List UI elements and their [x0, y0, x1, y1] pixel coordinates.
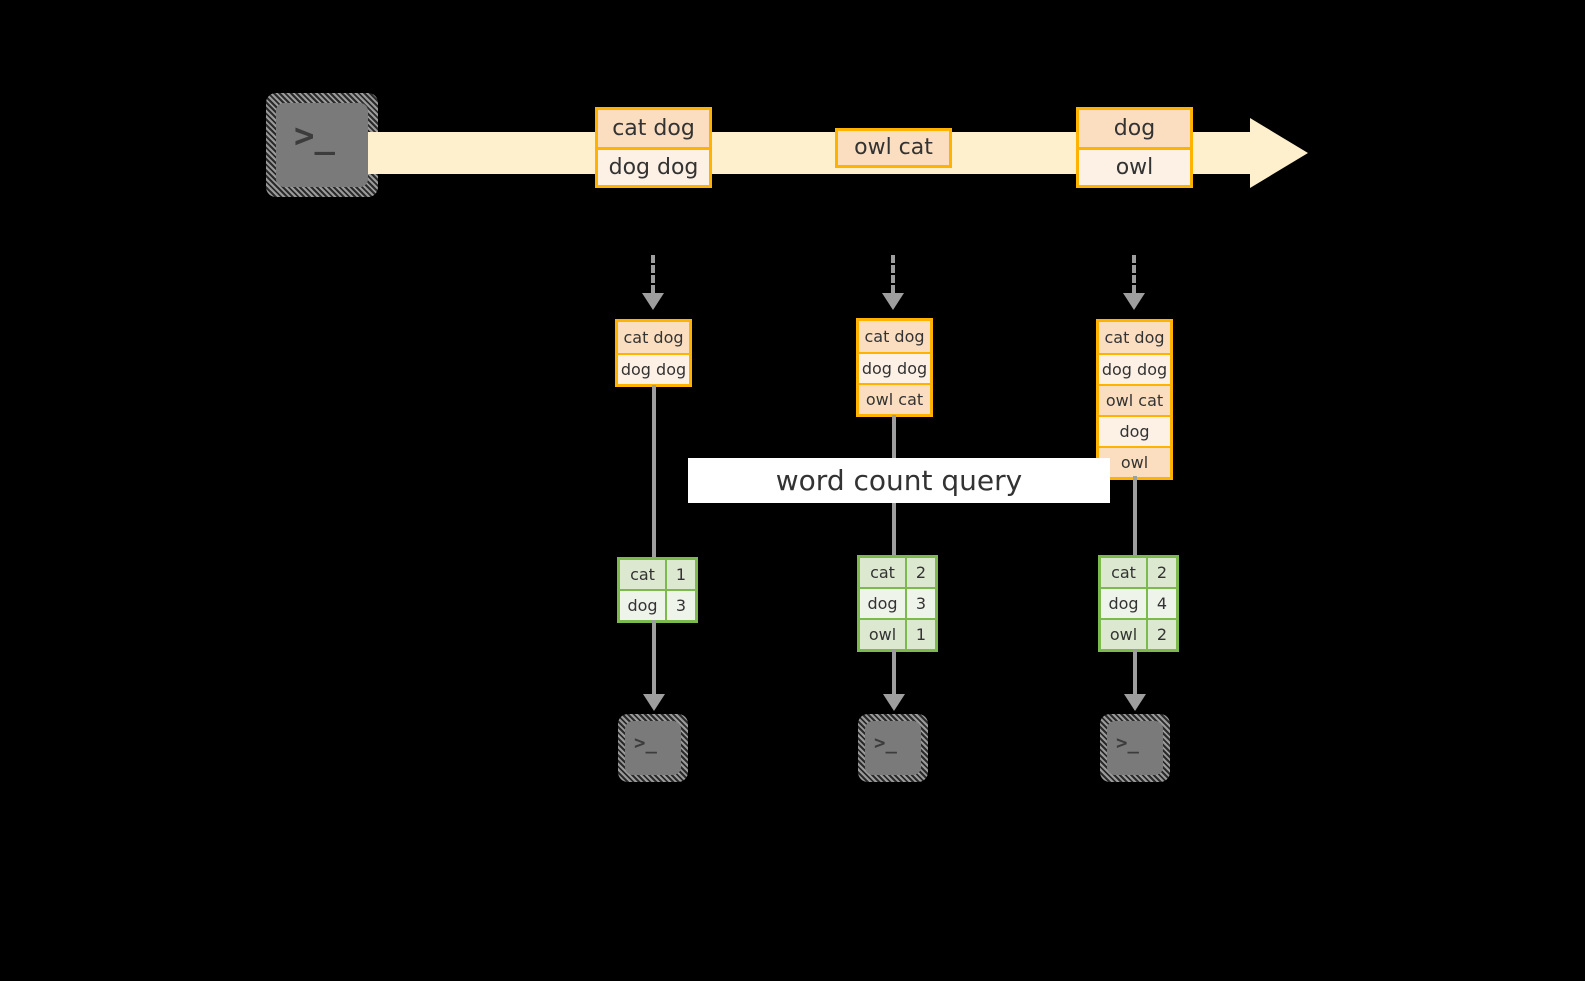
result-word: dog	[860, 589, 907, 618]
result-count: 3	[667, 591, 695, 620]
table-row: cat 1	[620, 560, 695, 589]
result-count: 2	[1148, 558, 1176, 587]
table-row: cat 2	[860, 558, 935, 587]
consumer-terminal-icon-1: >_	[618, 714, 688, 782]
producer-terminal-icon: >_	[266, 93, 378, 197]
feed-arrow-shaft-3	[1132, 255, 1136, 293]
table-row: owl 2	[1101, 618, 1176, 649]
result-table-1: cat 1 dog 3	[617, 557, 698, 623]
query-label-band: word count query	[688, 458, 1110, 503]
state-line: dog dog	[859, 352, 930, 383]
sink-arrow-head-1	[643, 694, 665, 711]
state-line: cat dog	[618, 322, 689, 353]
state-line: dog dog	[618, 353, 689, 384]
consumer-terminal-icon-2: >_	[858, 714, 928, 782]
message-line: dog	[1079, 110, 1190, 147]
stream-state-3: cat dog dog dog owl cat dog owl	[1096, 319, 1173, 480]
sink-arrow-shaft-2	[892, 650, 896, 702]
terminal-prompt-glyph: >_	[1116, 732, 1139, 754]
terminal-face	[1107, 721, 1163, 775]
stream-message-3: dog owl	[1076, 107, 1193, 188]
result-count: 3	[907, 589, 935, 618]
state-line: cat dog	[1099, 322, 1170, 353]
result-count: 4	[1148, 589, 1176, 618]
stream-message-2: owl cat	[835, 128, 952, 168]
message-line: dog dog	[598, 147, 709, 185]
message-line: cat dog	[598, 110, 709, 147]
terminal-face	[276, 103, 368, 187]
feed-arrow-shaft-1	[651, 255, 655, 293]
result-word: dog	[620, 591, 667, 620]
sink-arrow-head-3	[1124, 694, 1146, 711]
result-table-2: cat 2 dog 3 owl 1	[857, 555, 938, 652]
state-line: owl cat	[1099, 384, 1170, 415]
sink-arrow-shaft-1	[652, 620, 656, 702]
state-line: cat dog	[859, 321, 930, 352]
feed-arrow-head-1	[642, 293, 664, 310]
table-row: dog 3	[860, 587, 935, 618]
state-line: owl cat	[859, 383, 930, 414]
result-word: cat	[1101, 558, 1148, 587]
table-row: owl 1	[860, 618, 935, 649]
result-word: cat	[860, 558, 907, 587]
feed-arrow-shaft-2	[891, 255, 895, 293]
result-word: owl	[1101, 620, 1148, 649]
stream-message-1: cat dog dog dog	[595, 107, 712, 188]
stream-state-2: cat dog dog dog owl cat	[856, 318, 933, 417]
terminal-prompt-glyph: >_	[634, 732, 657, 754]
result-count: 1	[907, 620, 935, 649]
result-word: dog	[1101, 589, 1148, 618]
result-count: 2	[1148, 620, 1176, 649]
feed-arrow-head-3	[1123, 293, 1145, 310]
consumer-terminal-icon-3: >_	[1100, 714, 1170, 782]
message-line: owl cat	[838, 131, 949, 165]
table-row: cat 2	[1101, 558, 1176, 587]
state-line: dog	[1099, 415, 1170, 446]
result-count: 2	[907, 558, 935, 587]
result-word: cat	[620, 560, 667, 589]
stream-state-1: cat dog dog dog	[615, 319, 692, 387]
terminal-prompt-glyph: >_	[294, 116, 335, 156]
state-line: dog dog	[1099, 353, 1170, 384]
feed-arrow-head-2	[882, 293, 904, 310]
query-arrow-shaft-3	[1133, 476, 1137, 570]
terminal-face	[625, 721, 681, 775]
stream-arrow-head	[1250, 118, 1308, 188]
terminal-face	[865, 721, 921, 775]
result-word: owl	[860, 620, 907, 649]
result-table-3: cat 2 dog 4 owl 2	[1098, 555, 1179, 652]
query-arrow-shaft-1	[652, 385, 656, 570]
message-line: owl	[1079, 147, 1190, 185]
terminal-prompt-glyph: >_	[874, 732, 897, 754]
result-count: 1	[667, 560, 695, 589]
table-row: dog 4	[1101, 587, 1176, 618]
sink-arrow-shaft-3	[1133, 650, 1137, 702]
state-line: owl	[1099, 446, 1170, 477]
table-row: dog 3	[620, 589, 695, 620]
sink-arrow-head-2	[883, 694, 905, 711]
query-label: word count query	[775, 463, 1023, 497]
